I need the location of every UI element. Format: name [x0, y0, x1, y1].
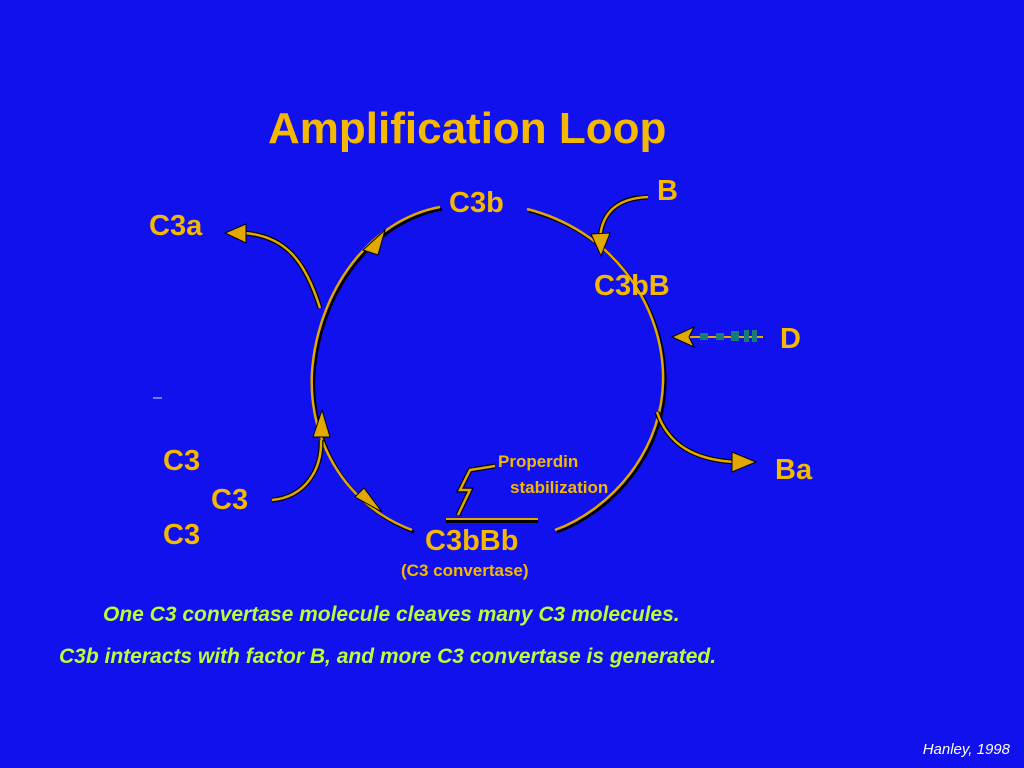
node-c3bb: C3bB	[594, 270, 670, 302]
node-c3a: C3a	[149, 210, 203, 242]
loop-right-arc	[526, 207, 665, 532]
credit: Hanley, 1998	[922, 741, 1010, 758]
caption-line-2: C3b interacts with factor B, and more C3…	[59, 645, 717, 668]
caption-line-1: One C3 convertase molecule cleaves many …	[103, 603, 680, 626]
node-b: B	[657, 175, 678, 207]
c3-convertase-label: (C3 convertase)	[401, 561, 529, 580]
d-arrowhead	[670, 325, 696, 349]
properdin-label: Properdin	[498, 452, 579, 471]
node-d: D	[780, 323, 801, 355]
node-c3b: C3b	[449, 187, 504, 219]
d-dashes	[700, 330, 757, 342]
stabilization-label: stabilization	[510, 478, 609, 497]
loop-left-arc	[310, 205, 441, 532]
arrowhead-bottom-left	[354, 487, 383, 513]
node-ba: Ba	[775, 454, 813, 486]
arrowhead-top-left	[362, 228, 386, 256]
arrowhead-c3-entry	[312, 408, 331, 438]
node-c3bbb: C3bBb	[425, 525, 519, 557]
page-title: Amplification Loop	[268, 104, 667, 153]
node-c3-middle: C3	[211, 484, 249, 516]
node-c3-bottom: C3	[163, 519, 201, 551]
node-c3-top: C3	[163, 445, 201, 477]
